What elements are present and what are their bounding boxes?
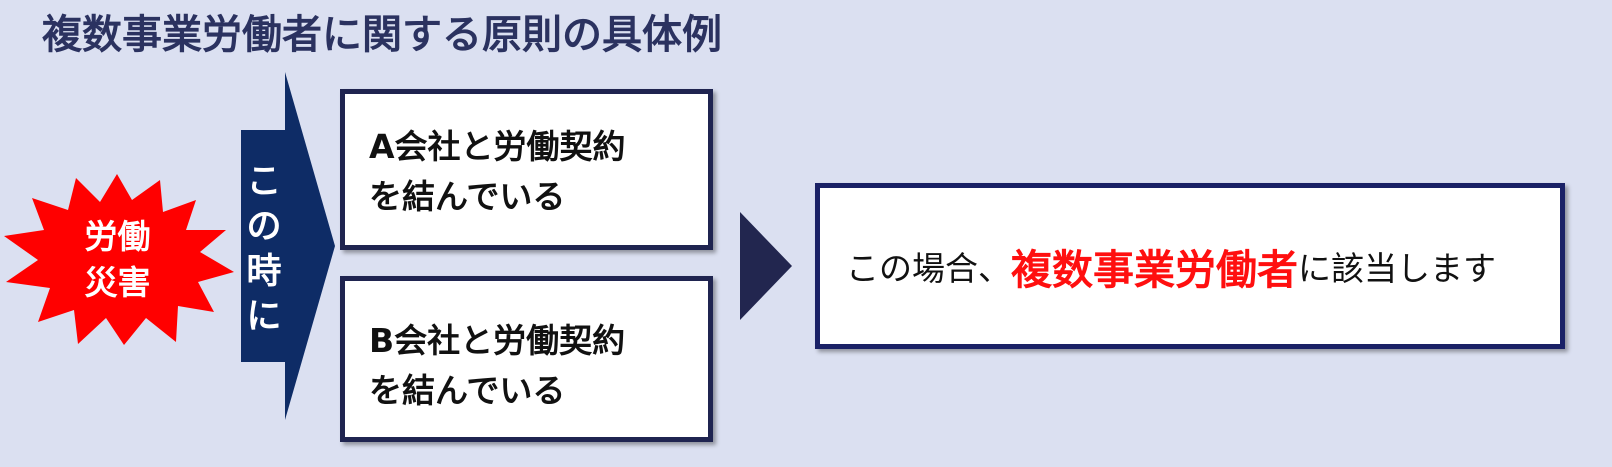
result-prefix: この場合、 [846, 249, 1011, 288]
result-box: この場合、複数事業労働者に該当します [815, 183, 1565, 349]
burst-shape: 労働 災害 [0, 172, 235, 347]
page-title: 複数事業労働者に関する原則の具体例 [42, 12, 722, 58]
condition-a-line-1: A会社と労働契約 [369, 127, 626, 166]
condition-box-a: A会社と労働契約 を結んでいる [340, 89, 713, 250]
arrow-polygon [241, 72, 335, 420]
arrow-char-4: に [246, 297, 282, 337]
arrow-shape [241, 72, 335, 420]
arrow-label: こ の 時 に [241, 160, 287, 340]
result-suffix: に該当します [1298, 249, 1496, 288]
condition-a-line-2: を結んでいる [369, 177, 566, 216]
result-arrow-polygon [740, 212, 792, 320]
condition-b-line-1: B会社と労働契約 [369, 321, 626, 360]
condition-box-b: B会社と労働契約 を結んでいる [340, 276, 713, 442]
condition-b-text: B会社と労働契約 を結んでいる [369, 316, 625, 416]
burst-label-line-1: 労働 [84, 216, 151, 256]
arrow-char-2: の [246, 207, 282, 247]
condition-b-line-2: を結んでいる [369, 371, 566, 410]
result-text: この場合、複数事業労働者に該当します [846, 188, 1496, 344]
burst-label: 労働 災害 [0, 172, 235, 347]
result-emphasis: 複数事業労働者 [1011, 246, 1298, 294]
arrow-char-3: 時 [246, 252, 282, 292]
burst-polygon [4, 174, 234, 345]
condition-a-text: A会社と労働契約 を結んでいる [369, 122, 626, 222]
burst-label-line-2: 災害 [84, 262, 151, 302]
arrow-char-1: こ [246, 162, 282, 202]
result-arrow-icon [740, 212, 792, 320]
burst-icon [4, 174, 234, 345]
